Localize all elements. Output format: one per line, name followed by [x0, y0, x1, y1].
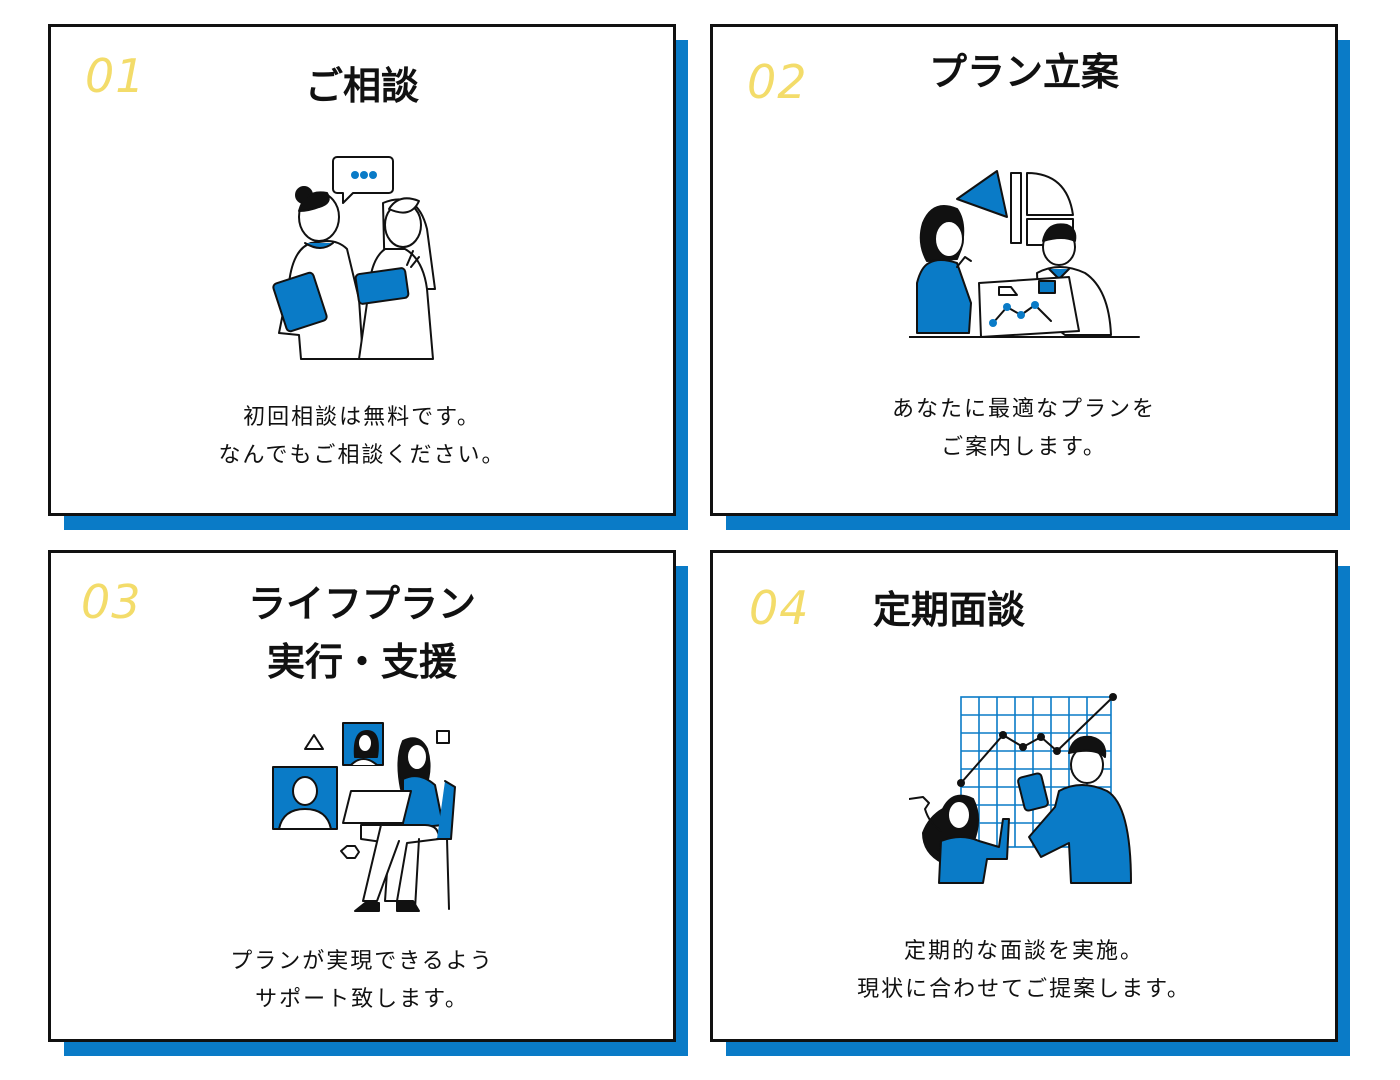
card-body: 04 定期面談	[710, 550, 1338, 1042]
step-card-1: 01 ご相談	[48, 24, 688, 534]
step-description: 初回相談は無料です。 なんでもご相談ください。	[51, 399, 673, 475]
step-title: ご相談	[51, 57, 673, 115]
step-number: 02	[747, 55, 808, 109]
step-number: 01	[85, 49, 146, 103]
description-line: あなたに最適なプランを	[891, 397, 1156, 422]
step-description: プランが実現できるよう サポート致します。	[51, 943, 673, 1019]
description-line: なんでもご相談ください。	[218, 443, 506, 468]
description-line: サポート致します。	[255, 987, 469, 1012]
card-body: 02 プラン立案	[710, 24, 1338, 516]
card-body: 01 ご相談	[48, 24, 676, 516]
card-body: 03 ライフプラン 実行・支援	[48, 550, 676, 1042]
step-title-line: ご相談	[304, 64, 419, 108]
chart-review-illustration	[909, 693, 1132, 884]
step-title-line: 実行・支援	[266, 640, 457, 684]
step-description: 定期的な面談を実施。 現状に合わせてご提案します。	[713, 933, 1335, 1009]
two-women-chatting-illustration	[272, 156, 436, 360]
step-description: あなたに最適なプランを ご案内します。	[713, 391, 1335, 467]
description-line: 現状に合わせてご提案します。	[857, 977, 1191, 1002]
step-number: 03	[81, 575, 142, 629]
step-card-2: 02 プラン立案	[710, 24, 1350, 534]
step-title-line: ライフプラン	[247, 582, 476, 626]
step-number: 04	[749, 581, 810, 635]
step-title: 定期面談	[563, 581, 1335, 639]
step-title: プラン立案	[713, 43, 1335, 101]
description-line: プランが実現できるよう	[230, 949, 494, 974]
step-card-3: 03 ライフプラン 実行・支援	[48, 550, 688, 1060]
online-support-illustration	[272, 722, 456, 912]
description-line: ご案内します。	[941, 435, 1107, 460]
step-card-4: 04 定期面談	[710, 550, 1350, 1060]
description-line: 定期的な面談を実施。	[903, 939, 1144, 964]
step-title-line: 定期面談	[872, 588, 1025, 632]
step-title-line: プラン立案	[928, 50, 1119, 94]
description-line: 初回相談は無料です。	[243, 405, 481, 430]
step-title: ライフプラン 実行・支援	[51, 575, 673, 691]
planning-meeting-illustration	[909, 170, 1140, 338]
